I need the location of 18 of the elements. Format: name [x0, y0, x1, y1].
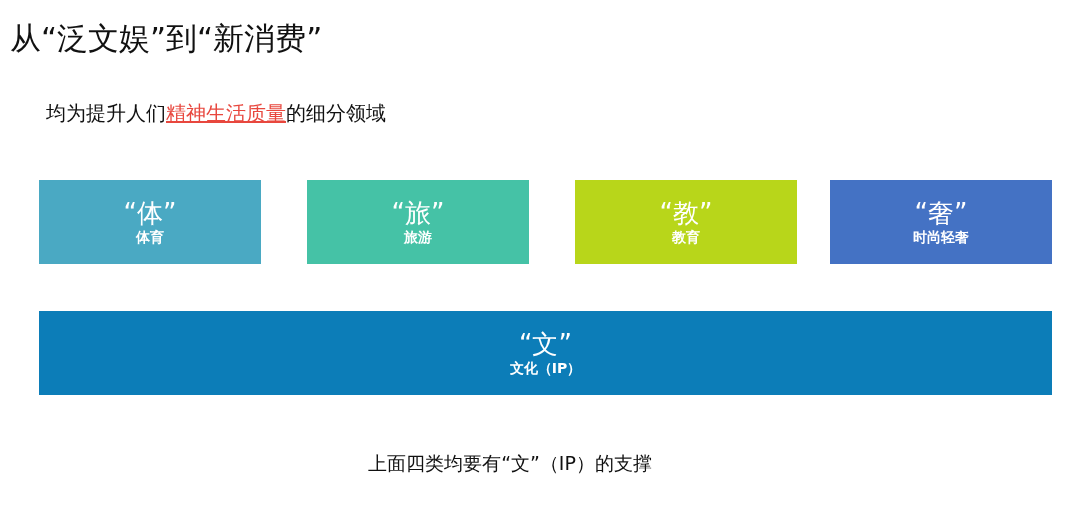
box-subtitle: 文化（IP）: [509, 359, 582, 377]
box-subtitle: 时尚轻奢: [913, 228, 969, 246]
category-box: [830, 180, 1052, 264]
box-subtitle: 旅游: [404, 228, 432, 246]
note: 上面四类均要有“文”（IP）的支撑: [367, 451, 653, 476]
box-heading: “旅”: [391, 198, 445, 228]
box-heading: “文”: [519, 329, 572, 359]
box-heading: “教”: [659, 198, 713, 228]
category-box: [39, 311, 1052, 395]
subtitle: 均为提升人们精神生活质量的细分领域: [46, 100, 386, 126]
box-heading: “体”: [123, 198, 177, 228]
title: 从“泛文娱”到“新消费”: [10, 19, 323, 58]
box-subtitle: 体育: [136, 228, 164, 246]
box-subtitle: 教育: [672, 228, 700, 246]
category-box: [39, 180, 261, 264]
box-heading: “奢”: [914, 198, 968, 228]
category-box: [575, 180, 797, 264]
category-box: [307, 180, 529, 264]
